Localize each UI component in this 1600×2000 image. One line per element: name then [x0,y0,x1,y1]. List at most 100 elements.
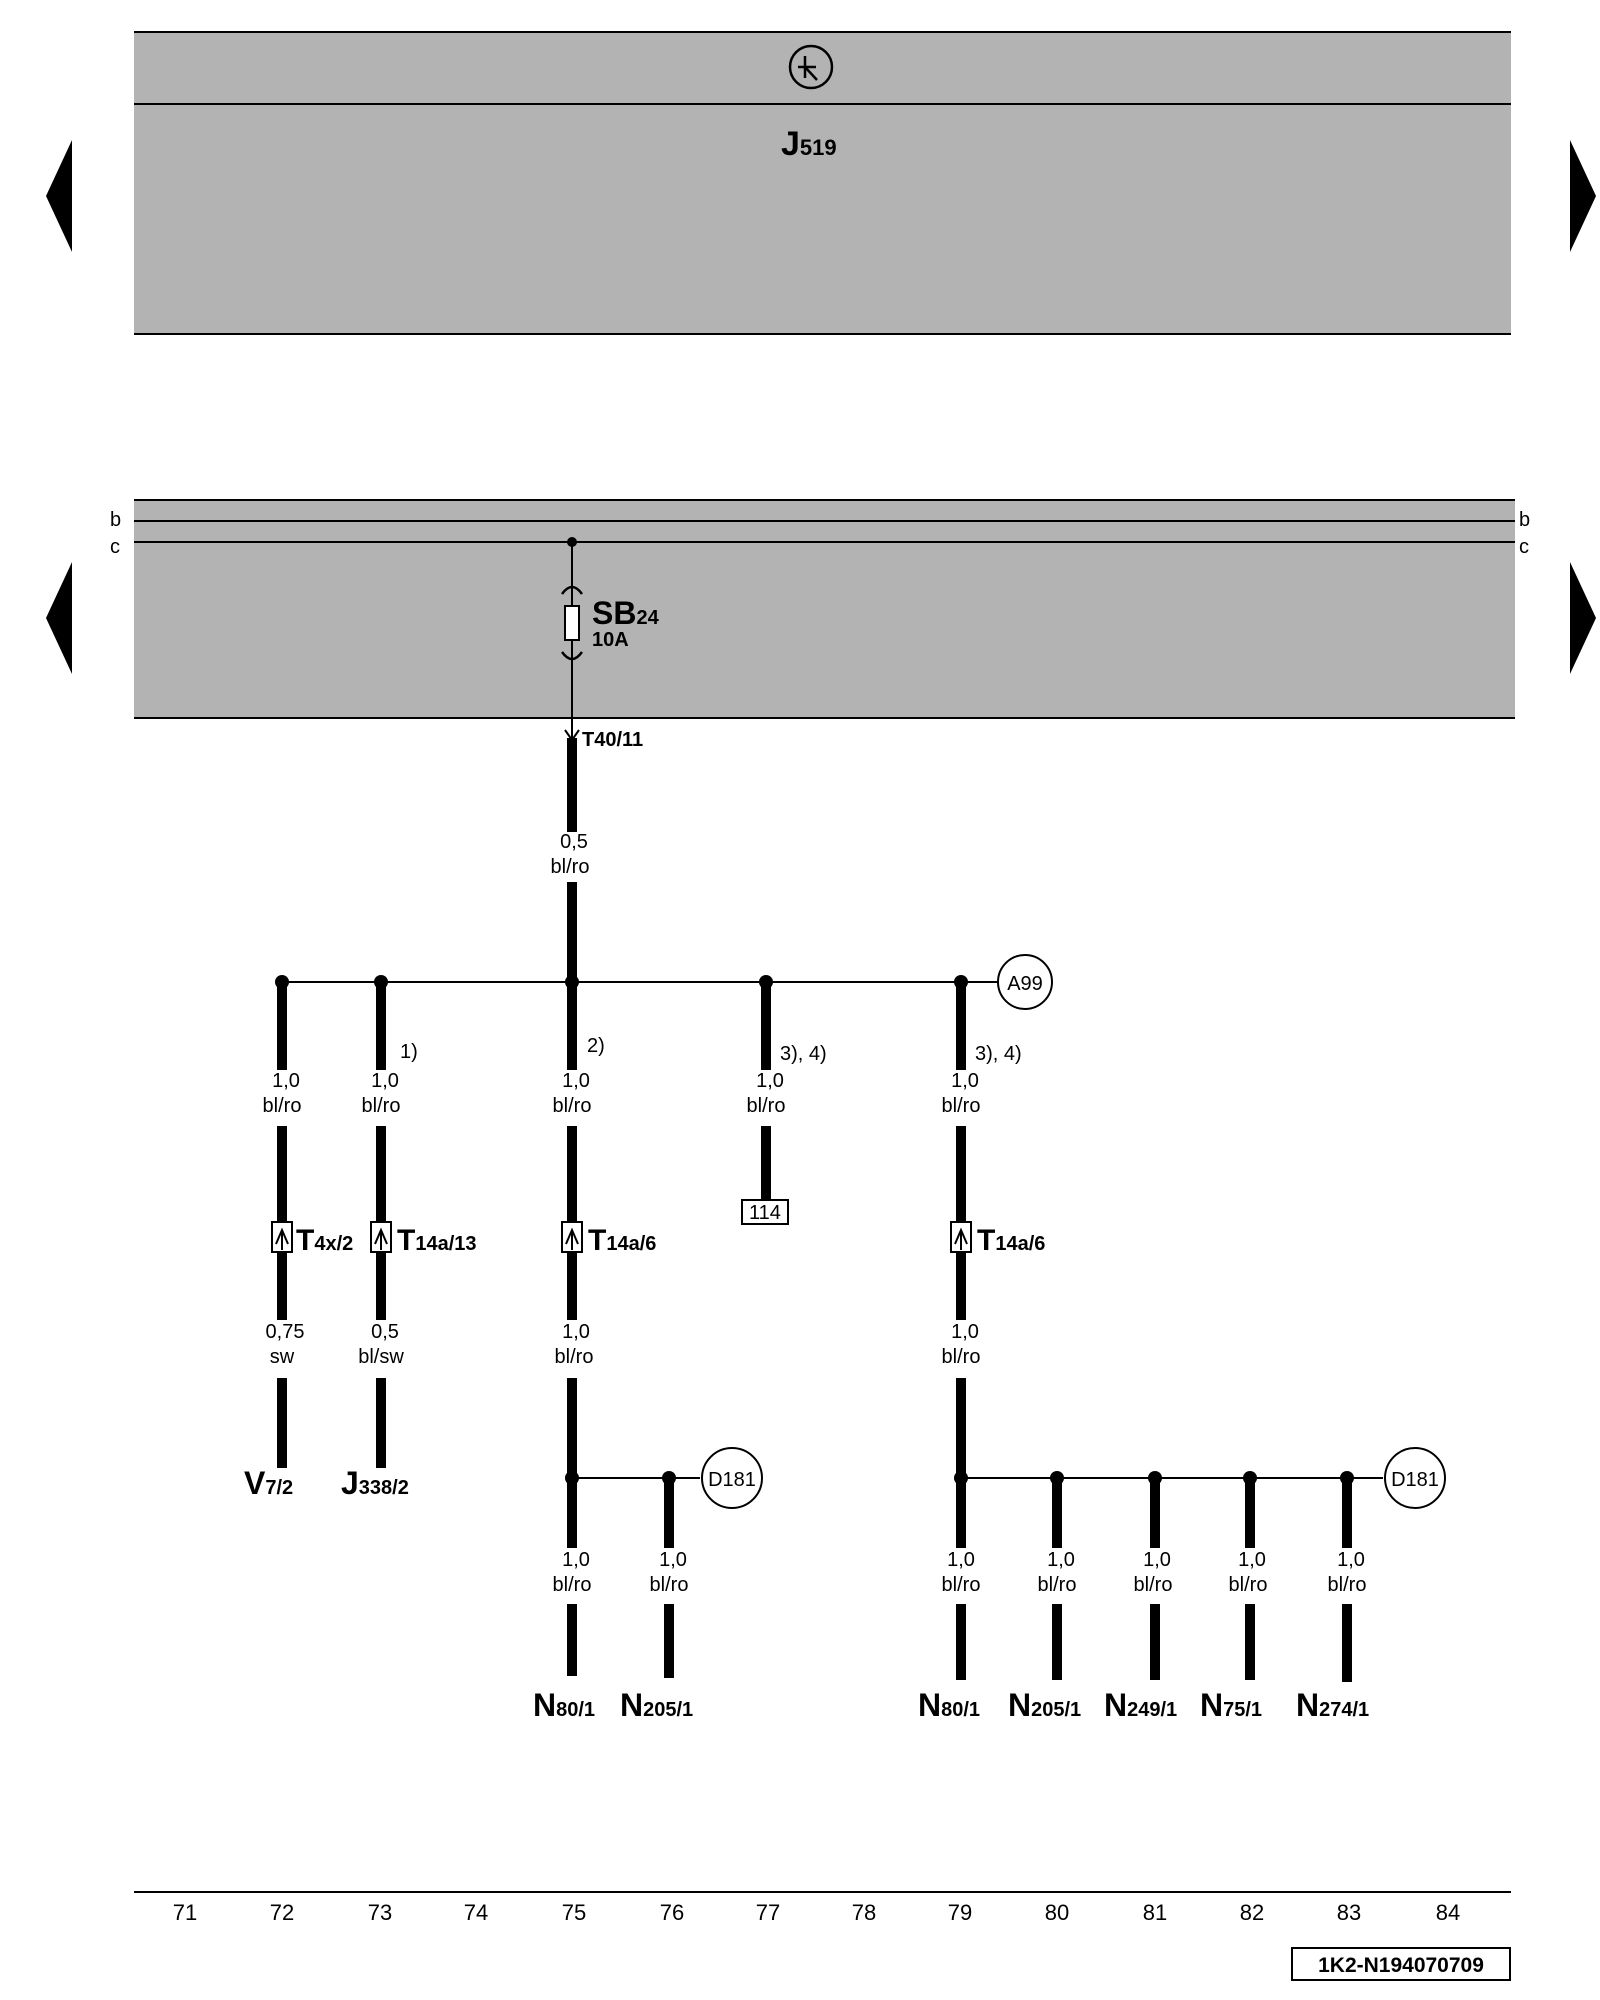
wire-gauge: 1,0 [756,1070,784,1092]
page-next-arrow-bottom[interactable] [1570,562,1596,674]
component-n80-1-left: N80/1 [533,1687,595,1723]
light-switch-icon [788,44,834,90]
fuse-box [134,500,1515,718]
column-number: 78 [852,1900,876,1925]
component-n205-1-right: N205/1 [1008,1687,1081,1723]
fuse-label: SB24 [592,595,660,631]
note-2: 2) [587,1035,605,1057]
wire-color: bl/ro [1038,1574,1077,1596]
junction-a99-label: A99 [1007,973,1043,995]
wire-color: bl/ro [1328,1574,1367,1596]
control-unit-box [134,32,1511,334]
wire-gauge: 1,0 [1143,1549,1171,1571]
column-number: 72 [270,1900,294,1925]
connector-t14a-13-label: T14a/13 [397,1224,477,1257]
wire-gauge: 1,0 [951,1321,979,1343]
control-unit-panel: J519 [134,31,1511,335]
diagram-id-box [1291,1947,1511,1981]
connector-pin-icon [950,1221,972,1253]
component-n274-1: N274/1 [1296,1687,1369,1723]
column-number: 73 [368,1900,392,1925]
wire-gauge: 0,75 [266,1321,305,1343]
column-number: 71 [173,1900,197,1925]
page-next-arrow-top[interactable] [1570,140,1596,252]
column-number: 79 [948,1900,972,1925]
branch-73 [370,982,392,1468]
bus-label-c-left: c [110,536,120,558]
control-unit-label: J519 [781,125,837,163]
connector-t14a-6-label: T14a/6 [588,1224,656,1257]
feed-wire-gauge: 0,5 [560,831,588,853]
wire-gauge: 1,0 [1337,1549,1365,1571]
component-n75-1: N75/1 [1200,1687,1262,1723]
bus-label-b-left: b [110,509,121,531]
column-number: 84 [1436,1900,1460,1925]
junction-a99 [997,954,1053,1010]
wire-color: bl/ro [1134,1574,1173,1596]
fuse-cap-top [560,585,584,595]
page-prev-arrow-bottom[interactable] [46,562,72,674]
fuse-cap-bottom [560,651,584,661]
wire-color: bl/ro [553,1574,592,1596]
column-number: 83 [1337,1900,1361,1925]
page-prev-arrow-top[interactable] [46,140,72,252]
wire-color: bl/ro [555,1346,594,1368]
fuse-sb24 [560,537,584,742]
wire-gauge: 0,5 [371,1321,399,1343]
wire-gauge: 1,0 [659,1549,687,1571]
connector-t14a-6-label-right: T14a/6 [977,1224,1045,1257]
wire-color: bl/ro [942,1574,981,1596]
column-number: 76 [660,1900,684,1925]
junction-d181-right-label: D181 [1391,1469,1439,1491]
wire-color: bl/ro [942,1095,981,1117]
branch-77 [741,982,789,1225]
wire-color: sw [270,1346,295,1368]
wire-color: bl/ro [747,1095,786,1117]
reference-box-label: 114 [749,1202,781,1224]
connector-pin-icon [271,1221,293,1253]
connector-t4x-label: T4x/2 [296,1224,353,1257]
junction-d181-left [701,1447,763,1509]
column-number: 75 [562,1900,586,1925]
component-n249-1: N249/1 [1104,1687,1177,1723]
connector-pin-icon [561,1221,583,1253]
wire-color: bl/ro [362,1095,401,1117]
wire-color: bl/ro [650,1574,689,1596]
wire-gauge: 1,0 [1047,1549,1075,1571]
wire-gauge: 1,0 [562,1070,590,1092]
bus-label-b-right: b [1519,509,1530,531]
wire-gauge: 1,0 [371,1070,399,1092]
branch-75 [561,982,583,1478]
feed-wire-color: bl/ro [551,856,590,878]
wire-gauge: 1,0 [951,1070,979,1092]
wire-color: bl/ro [553,1095,592,1117]
component-n205-1-left: N205/1 [620,1687,693,1723]
wire-gauge: 1,0 [272,1070,300,1092]
column-number: 77 [756,1900,780,1925]
connector-t40-label: T40/11 [582,729,643,751]
diagram-id: 1K2-N194070709 [1318,1954,1484,1977]
bus-label-c-right: c [1519,536,1529,558]
reference-box-114[interactable] [741,1199,789,1225]
component-j338-2: J338/2 [341,1465,409,1501]
column-number: 80 [1045,1900,1069,1925]
column-number: 74 [464,1900,488,1925]
wire-color: bl/sw [358,1346,404,1368]
wire-gauge: 1,0 [562,1549,590,1571]
component-v7-2: V7/2 [244,1465,293,1501]
wire-color: bl/ro [1229,1574,1268,1596]
note-3-4: 3), 4) [780,1043,827,1065]
note-1: 1) [400,1041,418,1063]
junction-d181-left-label: D181 [708,1469,756,1491]
junction-d181-right [1384,1447,1446,1509]
wire-gauge: 1,0 [1238,1549,1266,1571]
note-3-4-right: 3), 4) [975,1043,1022,1065]
branch-72 [271,982,293,1468]
wire-gauge: 1,0 [947,1549,975,1571]
column-number: 82 [1240,1900,1264,1925]
branch-79 [950,982,972,1478]
connector-pin-icon [370,1221,392,1253]
column-number: 81 [1143,1900,1167,1925]
fuse-element [564,605,580,641]
